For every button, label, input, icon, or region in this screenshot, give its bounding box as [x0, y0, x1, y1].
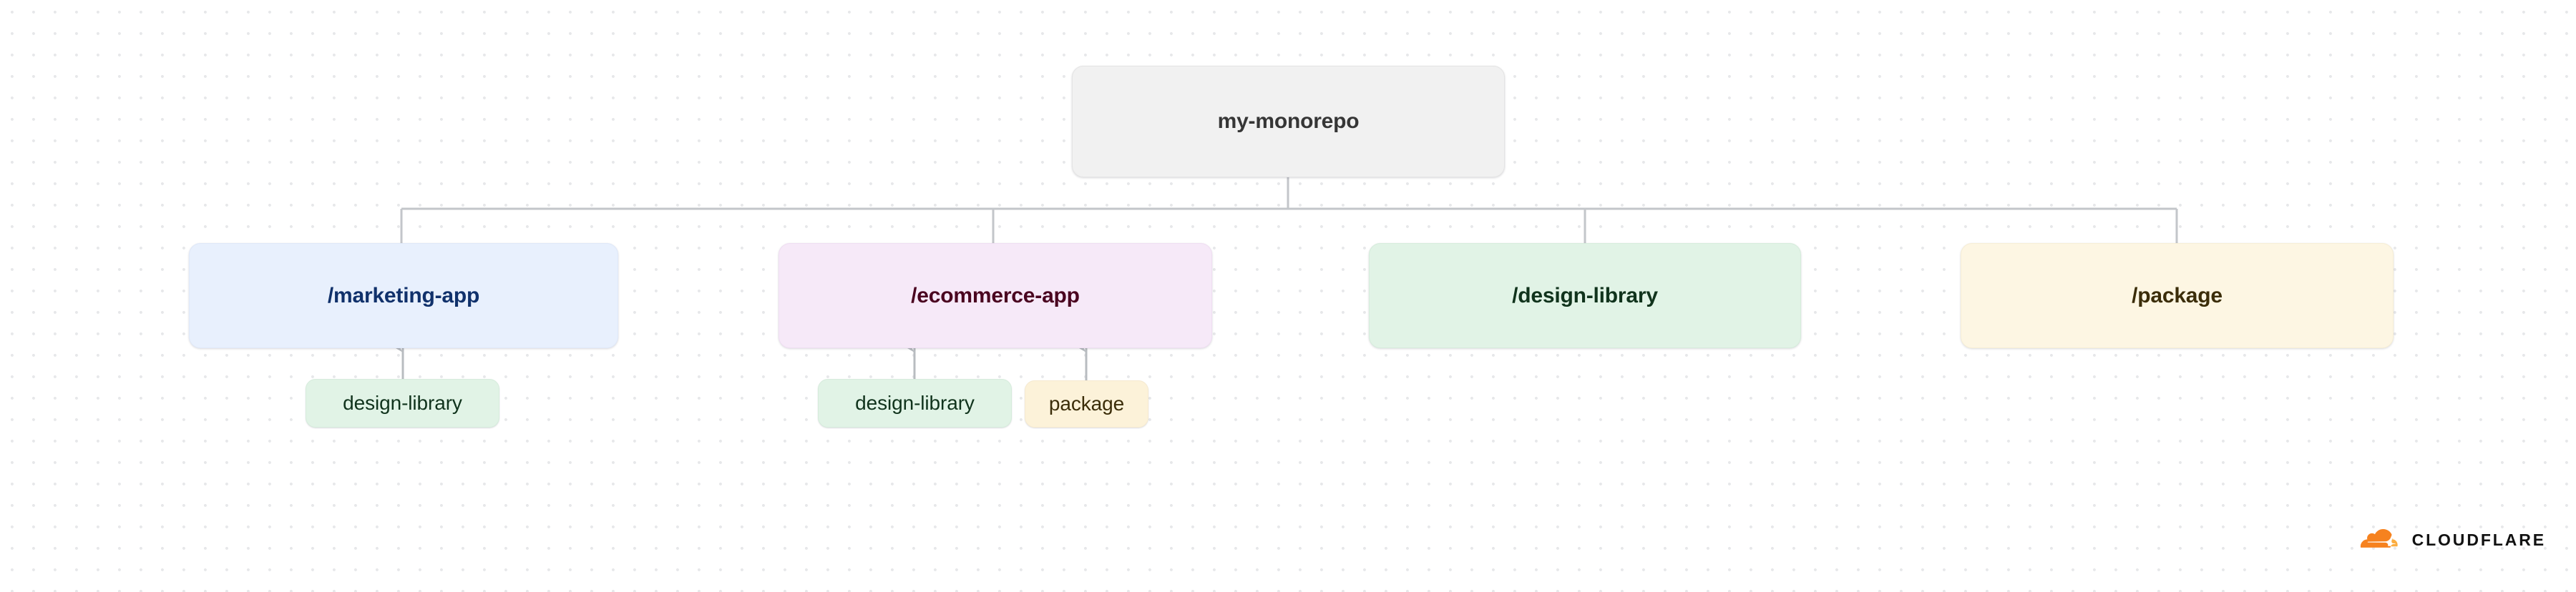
cloudflare-wordmark: CLOUDFLARE [2411, 531, 2546, 549]
node-label-dep-marketing-design-library: design-library [343, 392, 462, 414]
node-label-package: /package [2132, 283, 2223, 307]
cloud-accent-shape [2390, 538, 2398, 547]
node-dep-ecommerce-design-library[interactable]: design-library [818, 379, 1012, 428]
node-label-dep-ecommerce-design-library: design-library [855, 392, 975, 414]
node-label-my-monorepo: my-monorepo [1217, 109, 1360, 133]
node-label-design-library: /design-library [1512, 283, 1658, 307]
node-dep-marketing-design-library[interactable]: design-library [306, 379, 499, 428]
node-label-dep-ecommerce-package: package [1048, 393, 1125, 415]
node-dep-ecommerce-package[interactable]: package [1025, 380, 1148, 428]
node-package[interactable]: /package [1961, 243, 2394, 348]
node-label-ecommerce-app: /ecommerce-app [911, 283, 1080, 307]
cloud-main-shape [2360, 529, 2392, 548]
node-label-marketing-app: /marketing-app [327, 283, 480, 307]
node-marketing-app[interactable]: /marketing-app [189, 243, 618, 348]
cloudflare-logo: CLOUDFLARE [2356, 529, 2546, 552]
cloudflare-cloud-icon [2360, 529, 2398, 548]
node-design-library[interactable]: /design-library [1369, 243, 1801, 348]
node-ecommerce-app[interactable]: /ecommerce-app [779, 243, 1212, 348]
node-my-monorepo[interactable]: my-monorepo [1072, 66, 1505, 177]
